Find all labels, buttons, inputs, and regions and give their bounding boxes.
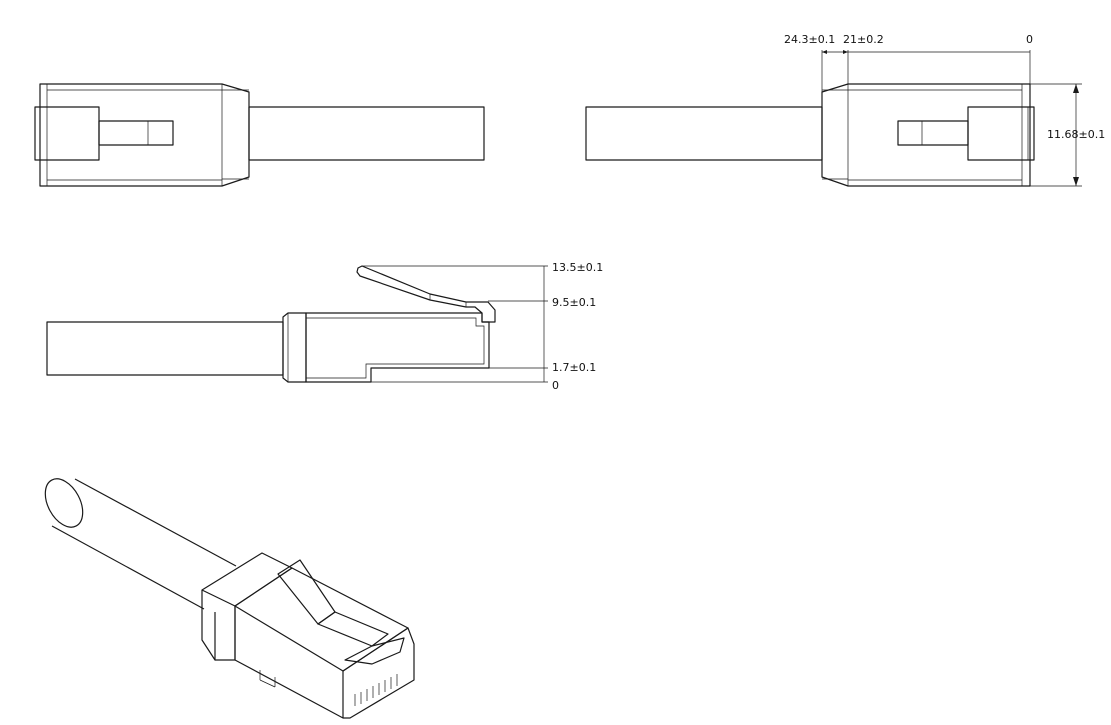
plug-body-right [821, 83, 1031, 187]
plug-body-left [39, 83, 250, 187]
dimension-side: 13.5±0.1 9.5±0.1 1.7±0.1 0 [362, 261, 603, 392]
iso-contacts [354, 674, 398, 706]
top-view-left [34, 83, 485, 187]
side-boot [282, 312, 307, 383]
dim-bottom-step: 1.7±0.1 [552, 361, 596, 374]
cable-right [585, 106, 823, 161]
side-view [46, 265, 496, 383]
side-cable [46, 321, 284, 376]
iso-latch [277, 559, 405, 665]
iso-cable [44, 478, 237, 610]
top-view-right [585, 83, 1035, 187]
dimension-top-right: 24.3±0.1 21±0.2 0 [784, 33, 1033, 92]
dim-origin-top: 0 [1026, 33, 1033, 46]
dim-origin-side: 0 [552, 379, 559, 392]
dim-latch-top: 13.5±0.1 [552, 261, 603, 274]
dim-length-a: 24.3±0.1 [784, 33, 835, 46]
iso-housing [234, 567, 415, 719]
latch-right [897, 106, 1035, 161]
dim-height-label: 11.68±0.1 [1047, 128, 1105, 141]
cable-left [248, 106, 485, 161]
side-housing [305, 312, 490, 383]
iso-boot [201, 552, 293, 661]
dim-length-b: 21±0.2 [843, 33, 884, 46]
dimension-height: 11.68±0.1 [1030, 83, 1105, 187]
side-latch [356, 265, 496, 323]
latch-left [34, 106, 174, 161]
isometric-view [44, 478, 415, 719]
dim-body-top: 9.5±0.1 [552, 296, 596, 309]
